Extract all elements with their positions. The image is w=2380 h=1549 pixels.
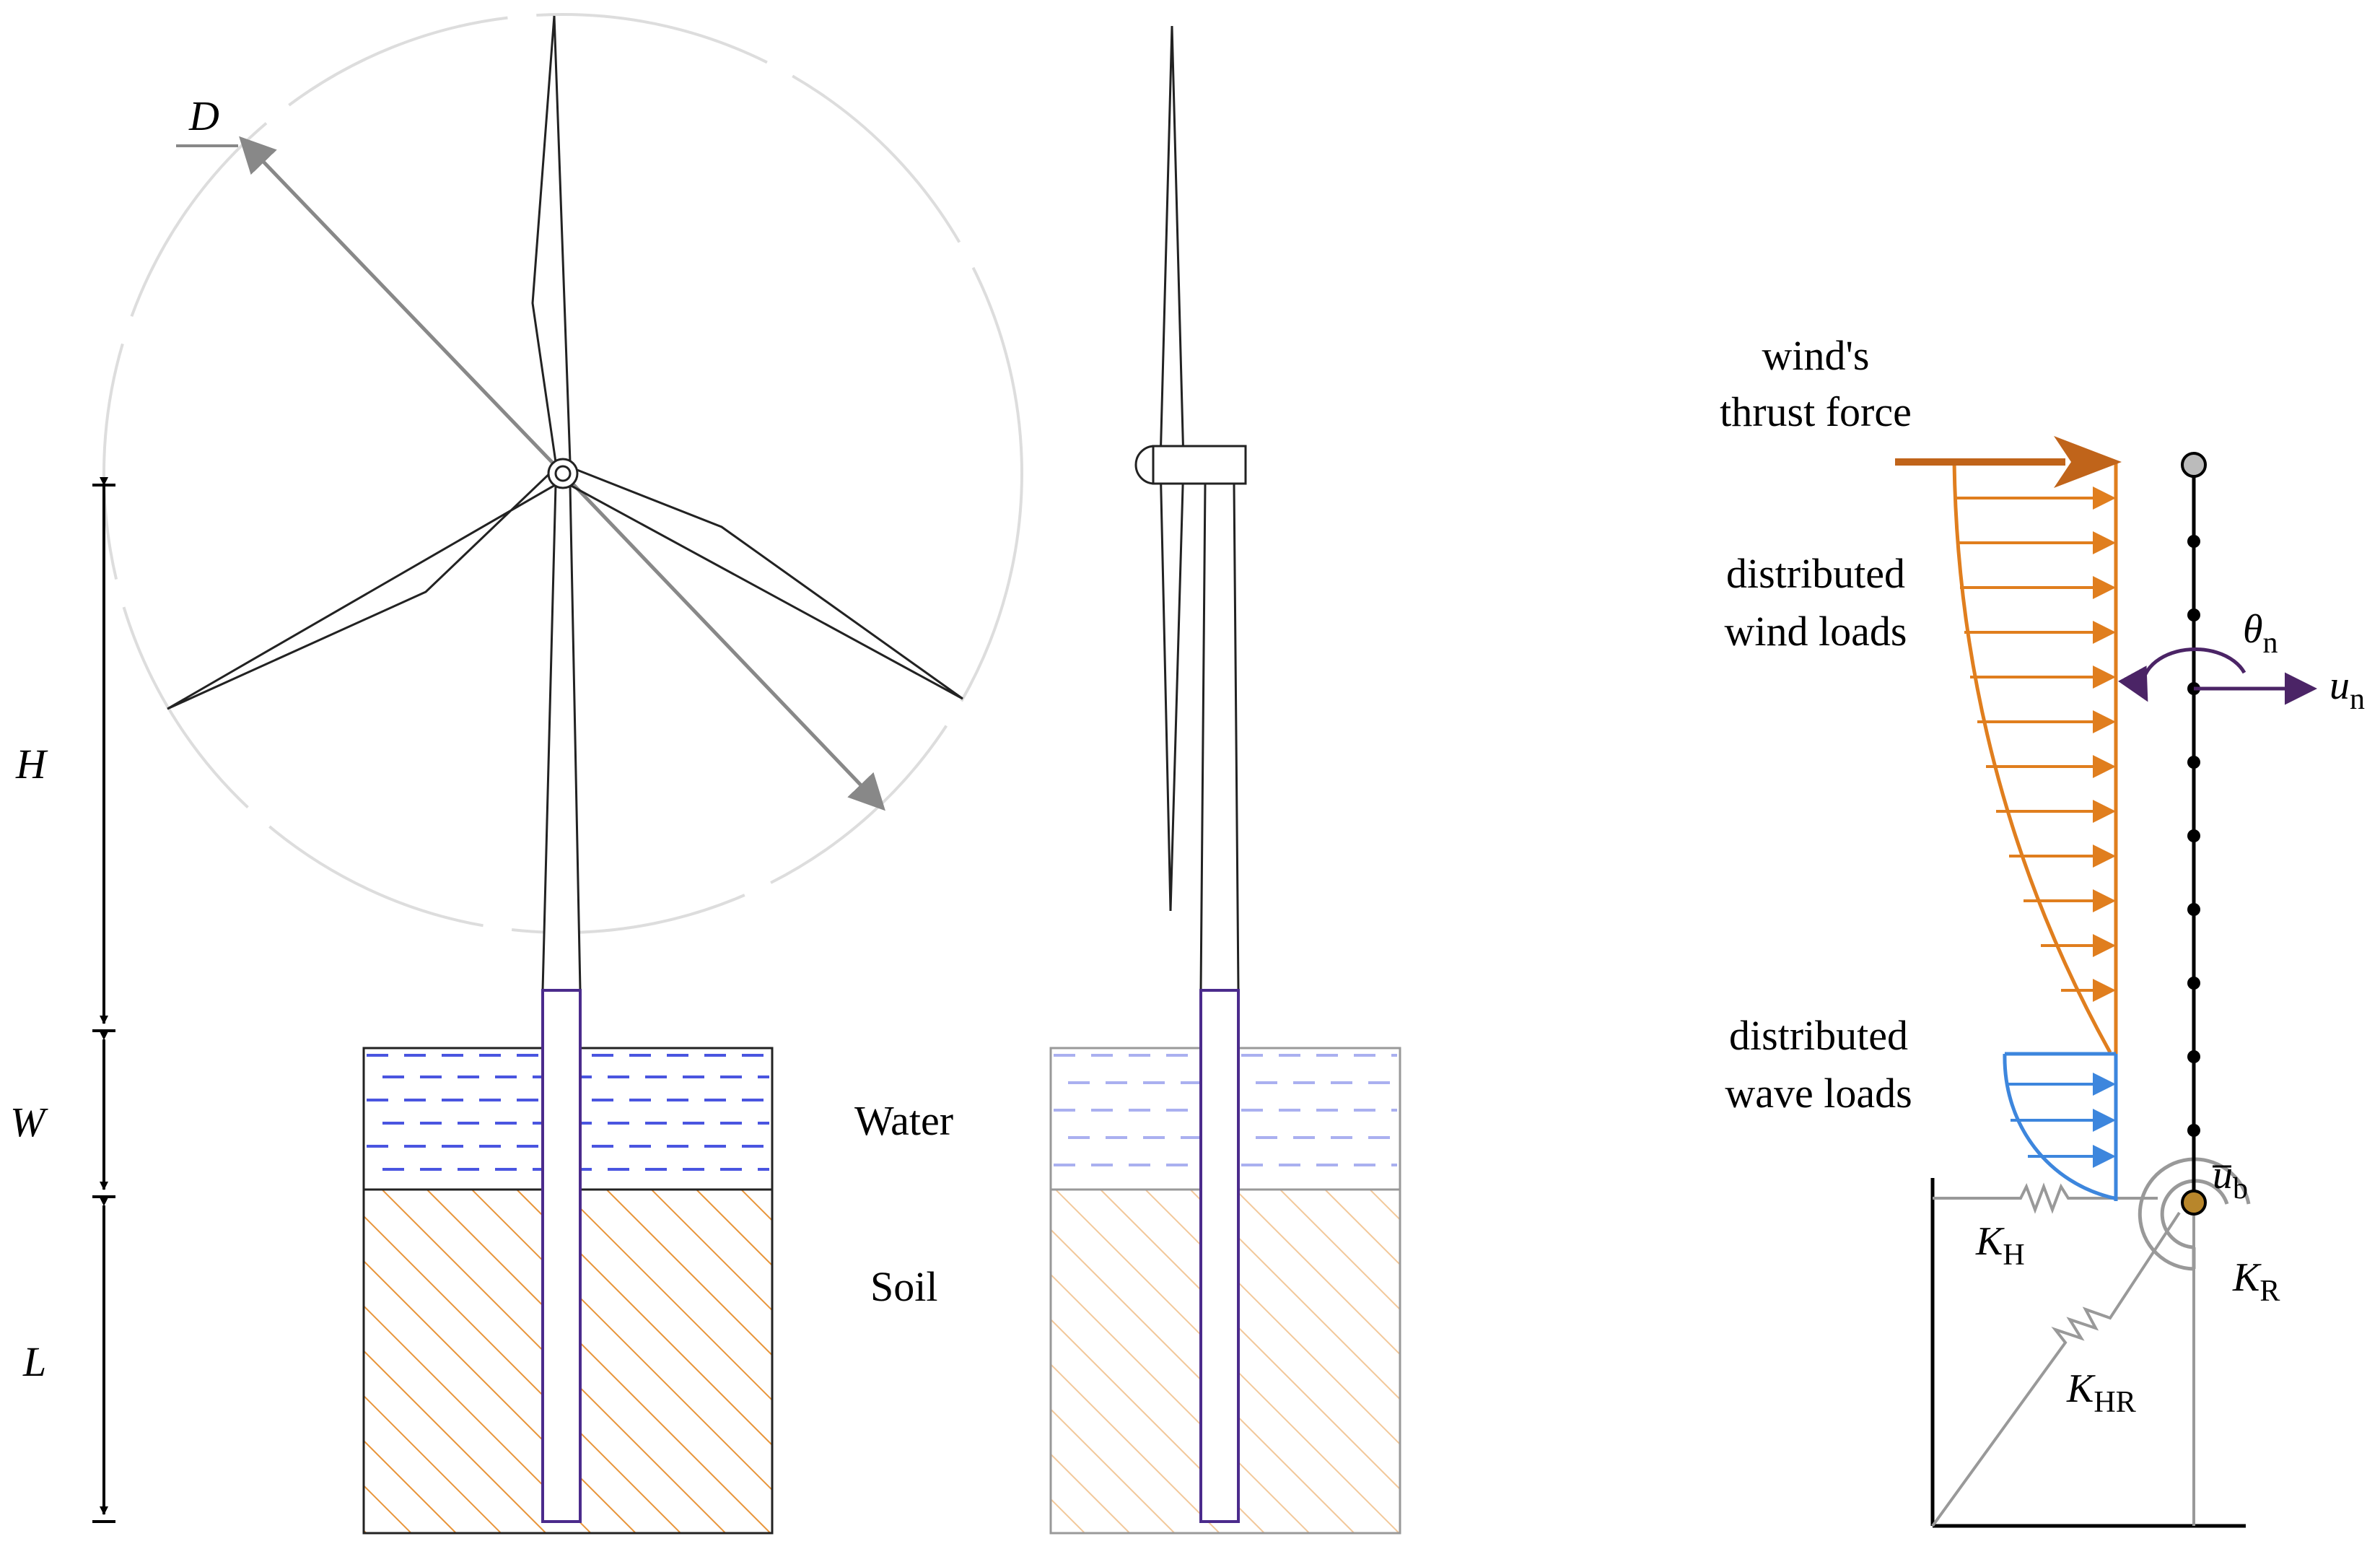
hub-outer	[547, 458, 579, 489]
blade-left	[167, 466, 561, 710]
spring-kh-label: KH	[1975, 1219, 2025, 1272]
wave-label-line1: distributed	[1729, 1012, 1908, 1059]
blade-up	[531, 15, 572, 463]
spring-kr-outer	[2138, 1157, 2251, 1271]
spring-kr-inner	[2160, 1179, 2229, 1249]
wave-label-line2: wave loads	[1725, 1070, 1912, 1117]
front-view: D Water Soil	[102, 13, 1023, 1535]
beam-nodes	[2187, 535, 2200, 1137]
side-view	[1049, 25, 1401, 1535]
diameter-arrow-lower	[561, 472, 885, 811]
spring-kh	[1933, 1182, 2158, 1214]
model-symbols: θn un ub KH KR KHR	[1975, 607, 2365, 1419]
nacelle	[1152, 445, 1247, 485]
wave-load-envelope	[2003, 1053, 2115, 1200]
thrust-arrow-head	[2054, 436, 2122, 488]
base-displacement-symbol: ub	[2213, 1153, 2248, 1205]
diameter-arrow-upper	[239, 136, 564, 475]
hub-inner	[554, 465, 572, 482]
nacelle-spinner	[1134, 445, 1156, 485]
thrust-label-line1: wind's	[1762, 332, 1869, 379]
embedded-length-label: L	[22, 1338, 46, 1385]
load-labels: wind's thrust force distributed wind loa…	[1720, 332, 1912, 1117]
hub-height-label: H	[15, 741, 48, 787]
spring-khr	[1931, 1211, 2181, 1527]
rotation-arrow	[2118, 647, 2246, 702]
thrust-label-line2: thrust force	[1720, 388, 1912, 435]
wind-load-arrows	[1956, 486, 2116, 1002]
structural-model	[1895, 436, 2317, 1528]
displacement-symbol: un	[2329, 663, 2365, 716]
wind-label-line1: distributed	[1726, 550, 1905, 597]
side-tower	[1199, 482, 1240, 992]
water-depth-label: W	[10, 1099, 48, 1146]
top-node	[2181, 452, 2207, 478]
diameter-label: D	[188, 92, 219, 139]
spring-kr-label: KR	[2232, 1255, 2280, 1308]
monopile	[541, 989, 582, 1523]
wind-load-envelope	[1952, 461, 2112, 1054]
wind-label-line2: wind loads	[1725, 608, 1907, 655]
side-monopile	[1199, 989, 1240, 1523]
rotation-symbol: θn	[2243, 607, 2278, 660]
spring-khr-label: KHR	[2066, 1366, 2136, 1419]
water-label: Water	[854, 1097, 953, 1144]
wave-load-arrows	[2006, 1073, 2116, 1168]
soil-label: Soil	[870, 1263, 938, 1310]
tower	[541, 484, 582, 992]
dimension-lines	[92, 477, 115, 1523]
blade-right	[566, 466, 963, 700]
side-blade	[1159, 25, 1185, 912]
base-node	[2181, 1190, 2207, 1216]
